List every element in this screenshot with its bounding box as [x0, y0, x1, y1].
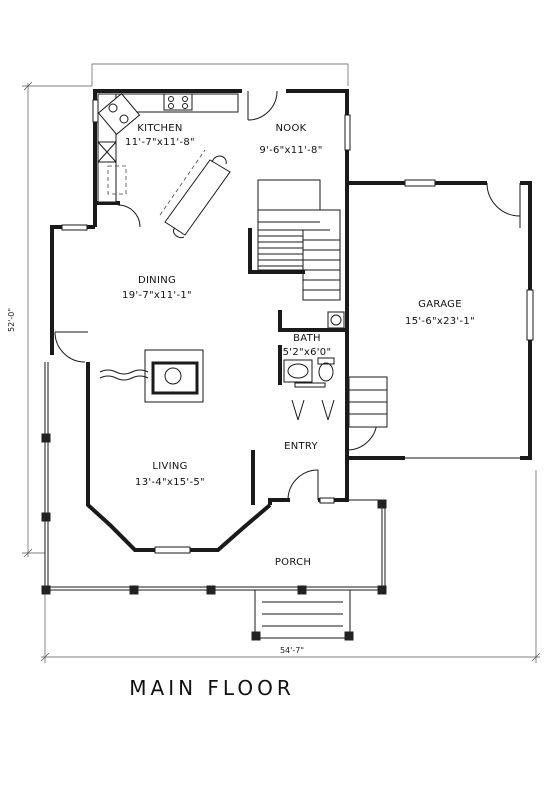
fireplace: [99, 349, 204, 403]
doors: [54, 90, 521, 501]
bath-size: 5'2"x6'0": [283, 347, 332, 358]
kitchen-size: 11'-7"x11'-8": [125, 137, 195, 148]
kitchen-label: KITCHEN: [137, 123, 182, 134]
stairs: [257, 179, 341, 301]
kitchen-fixtures: [97, 92, 239, 239]
depth-dimension-line: [22, 81, 92, 558]
garage-walls: [347, 179, 534, 460]
dining-size: 19'-7"x11'-1": [122, 290, 192, 301]
windows: [61, 99, 351, 554]
entry-label: ENTRY: [284, 441, 318, 452]
nook-size: 9'-6"x11'-8": [259, 145, 322, 156]
overall-depth-label: 52'-0": [7, 308, 16, 332]
overhang-outline: [91, 63, 349, 86]
porch-label: PORCH: [275, 557, 311, 568]
exterior-walls: [50, 89, 349, 552]
garage-size: 15'-6"x23'-1": [405, 316, 475, 327]
overall-width-label: 54'-7": [280, 646, 304, 655]
garage-label: GARAGE: [418, 299, 462, 310]
bath-label: BATH: [293, 333, 321, 344]
width-dimension-line: [40, 470, 541, 663]
interior-walls: [95, 201, 345, 505]
living-label: LIVING: [152, 461, 187, 472]
living-size: 13'-4"x15'-5": [135, 477, 205, 488]
porch: [41, 362, 387, 641]
bath-fixtures: [283, 311, 345, 383]
nook-label: NOOK: [276, 123, 307, 134]
drawing-title: MAIN FLOOR: [129, 676, 294, 700]
dining-label: DINING: [138, 275, 176, 286]
garage-steps: [348, 376, 388, 428]
